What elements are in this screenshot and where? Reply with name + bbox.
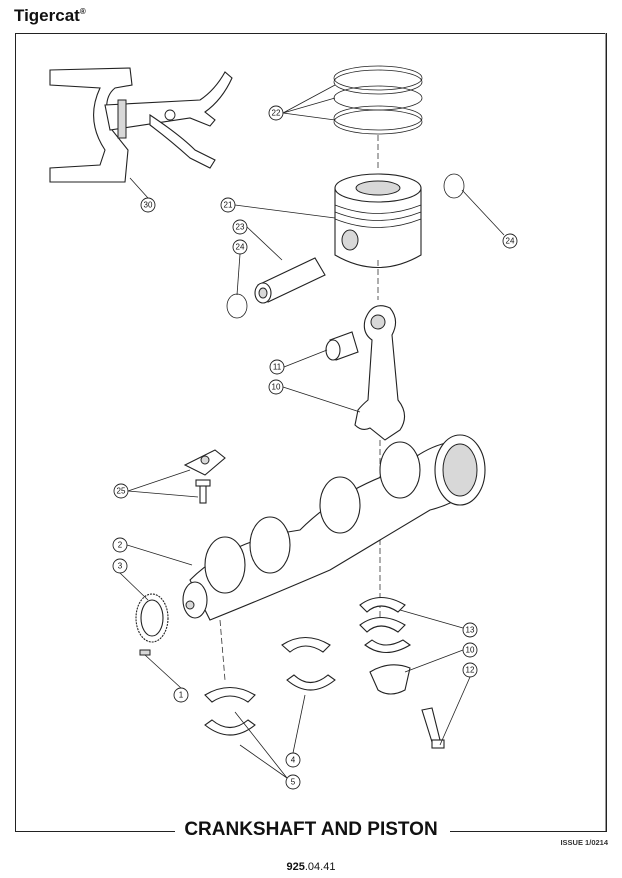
svg-text:30: 30 xyxy=(144,201,153,210)
issue-label: ISSUE 1/0214 xyxy=(560,838,608,847)
callout: 3 xyxy=(112,558,128,574)
page-number-rest: .04.41 xyxy=(304,861,336,873)
svg-text:13: 13 xyxy=(466,626,475,635)
bracket-and-bolt xyxy=(183,449,226,504)
callout: 24 xyxy=(502,233,518,249)
svg-text:10: 10 xyxy=(466,646,475,655)
callout: 25 xyxy=(113,483,129,499)
rod-bolt xyxy=(421,707,445,749)
callout: 11 xyxy=(269,359,285,375)
callout: 21 xyxy=(220,197,236,213)
frame-bottom-left xyxy=(15,831,175,832)
rod-bushing xyxy=(325,331,359,361)
callout: 13 xyxy=(462,622,478,638)
piston-pin xyxy=(254,257,326,304)
callout: 22 xyxy=(268,105,284,121)
svg-text:2: 2 xyxy=(118,541,123,550)
dowel-pin xyxy=(139,649,151,656)
svg-text:24: 24 xyxy=(236,243,245,252)
svg-text:4: 4 xyxy=(291,756,296,765)
snap-ring-right xyxy=(443,173,465,199)
connecting-rod xyxy=(354,305,406,441)
callout: 24 xyxy=(232,239,248,255)
page-number: 925.04.41 xyxy=(0,861,622,873)
frame-edge xyxy=(605,33,606,832)
svg-text:3: 3 xyxy=(118,562,123,571)
crankshaft-gear xyxy=(135,593,169,643)
brand-logo: Tigercat® xyxy=(14,6,86,26)
svg-text:21: 21 xyxy=(224,201,233,210)
svg-text:24: 24 xyxy=(506,237,515,246)
piston xyxy=(334,173,422,269)
registered-mark: ® xyxy=(79,7,86,16)
snap-ring-left xyxy=(226,293,248,319)
callout: 10 xyxy=(462,642,478,658)
brand-name: Tigercat xyxy=(14,6,80,25)
callout: 23 xyxy=(232,219,248,235)
callout: 4 xyxy=(285,752,301,768)
svg-text:5: 5 xyxy=(291,778,296,787)
page-title-wrap: CRANKSHAFT AND PISTON xyxy=(0,819,622,841)
svg-text:1: 1 xyxy=(179,691,184,700)
callout: 2 xyxy=(112,537,128,553)
svg-text:10: 10 xyxy=(272,383,281,392)
bearing-shells xyxy=(204,596,412,736)
callout: 5 xyxy=(285,774,301,790)
frame-bottom-right xyxy=(450,831,606,832)
ring-expander-tool xyxy=(49,67,233,183)
svg-text:11: 11 xyxy=(273,363,282,372)
callout: 12 xyxy=(462,662,478,678)
svg-text:23: 23 xyxy=(236,223,245,232)
piston-rings xyxy=(333,65,423,135)
callout: 30 xyxy=(140,197,156,213)
svg-text:12: 12 xyxy=(466,666,475,675)
page-title: CRANKSHAFT AND PISTON xyxy=(178,819,444,840)
page-number-section: 925 xyxy=(286,861,305,873)
callout: 1 xyxy=(173,687,189,703)
callout: 10 xyxy=(268,379,284,395)
diagram-frame xyxy=(15,33,607,832)
leader-lines xyxy=(119,84,505,779)
svg-text:22: 22 xyxy=(272,109,281,118)
crankshaft xyxy=(182,434,486,621)
svg-text:25: 25 xyxy=(117,487,126,496)
